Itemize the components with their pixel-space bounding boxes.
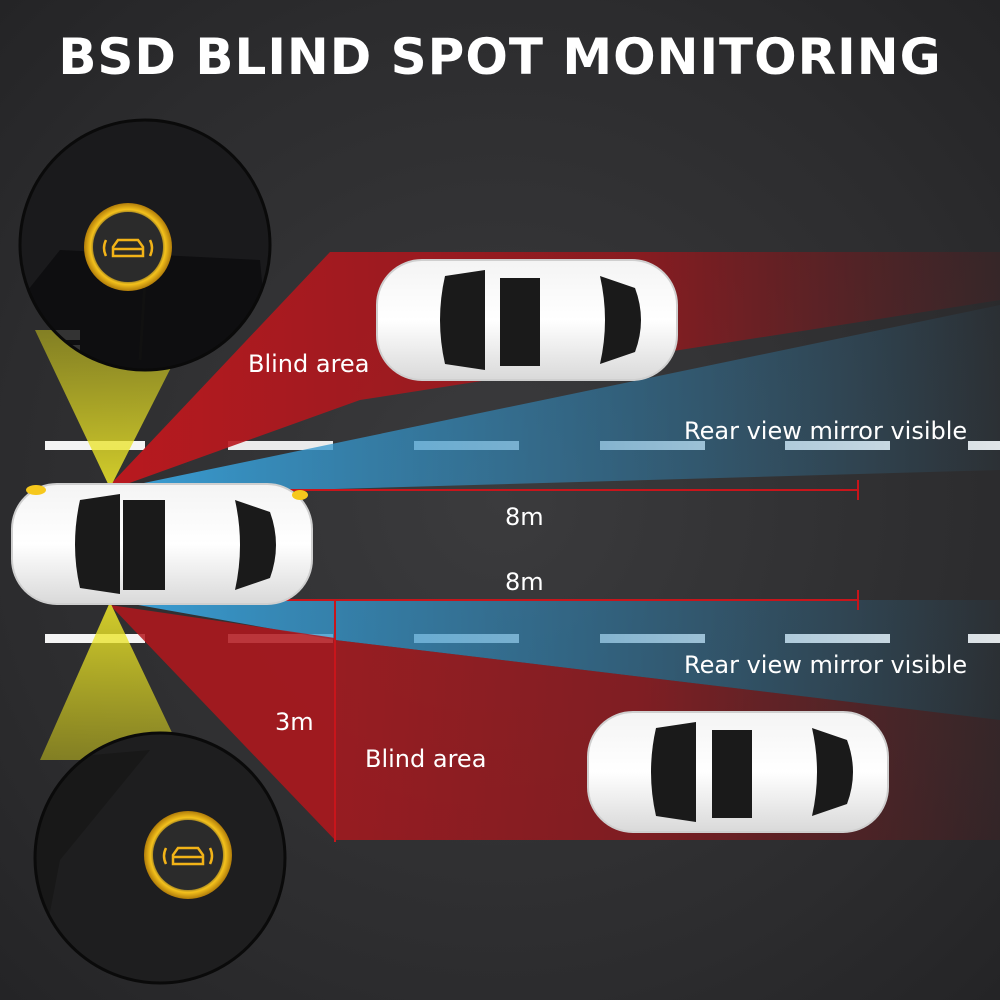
blind-zone-bottom-fill (110, 605, 335, 840)
mirror-visible-label-bottom: Rear view mirror visible (684, 651, 968, 679)
indicator-inset-top (18, 118, 272, 372)
indicator-inset-bottom (33, 731, 287, 985)
mirror-visible-label-top: Rear view mirror visible (684, 417, 968, 445)
mirror-zone-top (110, 305, 1000, 490)
distance-label-side: 3m (275, 708, 314, 736)
distance-label-bottom: 8m (505, 568, 544, 596)
vehicle-top (376, 259, 678, 381)
page-title: BSD BLIND SPOT MONITORING (58, 28, 942, 86)
mirror-zone-bottom (110, 600, 1000, 720)
car-radar-icon (102, 238, 154, 258)
main-car (11, 483, 313, 605)
blind-area-label-top: Blind area (248, 350, 370, 378)
blind-zone-top (110, 252, 1000, 490)
blind-area-label-bottom: Blind area (365, 745, 487, 773)
car-radar-icon (162, 846, 214, 866)
sensor-beam-bottom (40, 602, 185, 760)
vehicle-bottom (587, 711, 889, 833)
distance-label-top: 8m (505, 503, 544, 531)
